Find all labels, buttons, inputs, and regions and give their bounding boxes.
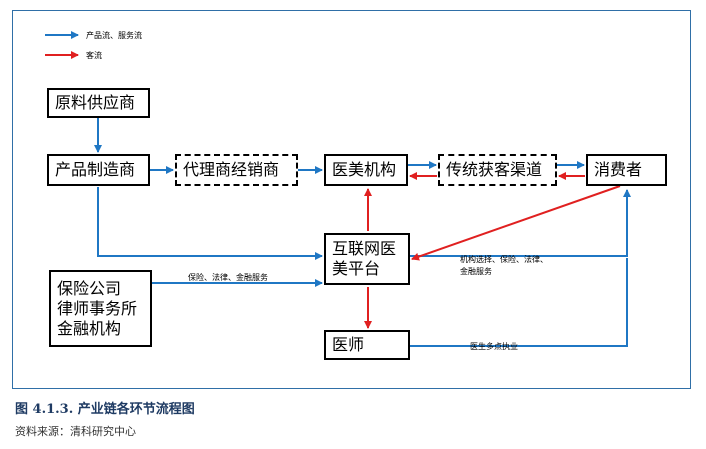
node-financial-institution: 金融机构 <box>57 318 122 338</box>
node-doctor: 医师 <box>324 330 410 360</box>
internet-platform-line1: 互联网医 <box>332 239 397 258</box>
arrow-manufacturer-to-platform <box>97 187 323 260</box>
node-product-manufacturer: 产品制造商 <box>47 154 150 186</box>
node-agent-distributor: 代理商经销商 <box>175 154 298 186</box>
node-medical-beauty-institution: 医美机构 <box>324 154 408 186</box>
node-traditional-channel: 传统获客渠道 <box>438 154 557 186</box>
node-service-providers: 保险公司 律师事务所 金融机构 <box>49 270 152 347</box>
arrow-platform-to-consumer <box>410 189 631 257</box>
figure-source: 资料来源：清科研究中心 <box>15 425 136 438</box>
legend-customer-flow-label: 客流 <box>86 51 102 60</box>
arrow-doctor-to-consumer <box>410 258 628 347</box>
legend-product-flow-label: 产品流、服务流 <box>86 31 142 40</box>
node-raw-material-supplier: 原料供应商 <box>47 88 150 118</box>
internet-platform-line2: 美平台 <box>332 259 381 278</box>
figure-caption: 图 4.1.3. 产业链各环节流程图 <box>15 402 195 417</box>
label-insurance-legal-finance: 保险、法律、金融服务 <box>188 273 268 282</box>
arrow-consumer-to-platform <box>411 185 621 261</box>
node-insurance-company: 保险公司 <box>57 278 122 298</box>
label-institution-selection-line1: 机构选择、保险、法律、 <box>460 255 548 264</box>
node-law-firm: 律师事务所 <box>57 298 138 318</box>
node-internet-platform: 互联网医 美平台 <box>324 233 410 285</box>
label-institution-selection-line2: 金融服务 <box>460 267 492 276</box>
node-consumer: 消费者 <box>586 154 667 186</box>
label-doctor-multi-practice: 医生多点执业 <box>470 342 518 351</box>
